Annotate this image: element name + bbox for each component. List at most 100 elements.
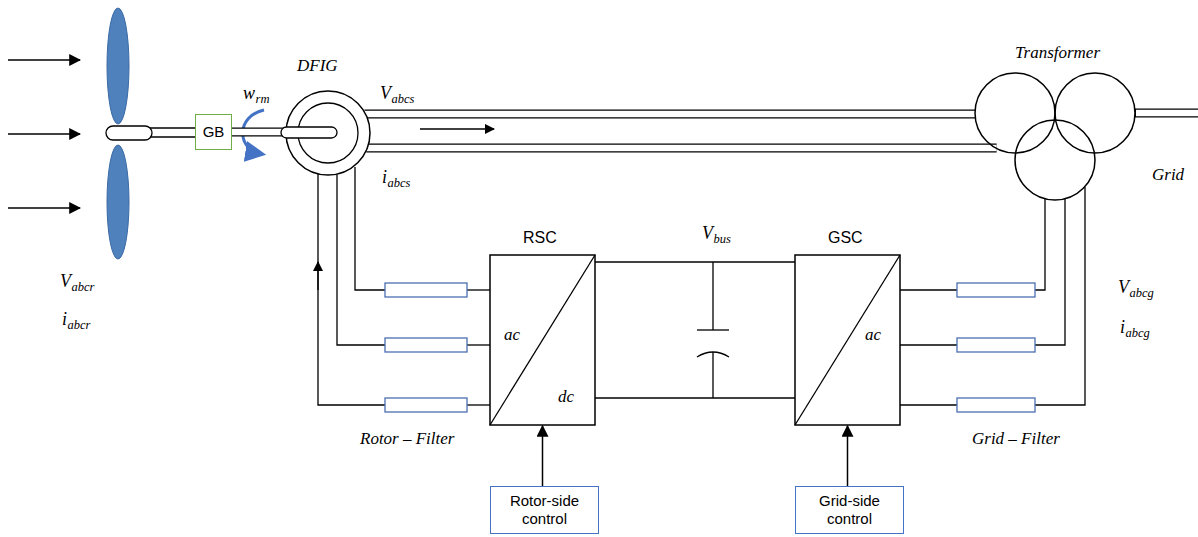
converter-box <box>795 255 900 425</box>
turbine-blades <box>107 145 129 259</box>
grid-line <box>1136 110 1198 116</box>
grid-line <box>1135 109 1198 118</box>
signal-subscript: abcs <box>388 177 411 191</box>
signal-label: V <box>702 224 713 244</box>
rotor-filter <box>385 283 467 412</box>
grid-filter <box>957 283 1035 412</box>
control-arrow <box>847 426 848 486</box>
control-arrow <box>542 426 544 486</box>
dc-bus <box>595 261 795 262</box>
grid-wires <box>1035 187 1085 405</box>
grid-wires <box>900 289 957 290</box>
rotor-wires <box>318 167 490 405</box>
rotor-filter <box>385 338 467 352</box>
wind-arrows <box>8 59 80 61</box>
shaft-link <box>232 129 287 135</box>
signal-label: w <box>243 84 255 104</box>
transformer-symbol <box>1015 120 1095 200</box>
grid-wires <box>900 344 957 345</box>
dc-bus <box>712 262 713 330</box>
stator-line <box>366 144 996 153</box>
rotor-wires <box>317 262 318 290</box>
wind-arrows <box>8 133 80 135</box>
shaft-link <box>232 132 287 133</box>
turbine-blades <box>107 8 129 124</box>
node-heading: RSC <box>523 228 557 247</box>
signal-subscript: bus <box>714 233 731 247</box>
signal-subscript: abcr <box>72 281 95 295</box>
grid-filter <box>957 283 1035 297</box>
gearbox-box: GB <box>195 114 232 150</box>
port-label: ac <box>865 325 881 345</box>
signal-label: i <box>62 310 67 330</box>
dc-bus <box>595 262 795 398</box>
rotor-wires <box>355 167 385 290</box>
transformer-symbol: Transformer <box>975 73 1135 203</box>
stator-current-arrow <box>420 128 494 129</box>
converter-box: GSCac <box>795 255 900 425</box>
wind-arrows <box>8 207 80 209</box>
signal-subscript: abcg <box>1130 287 1154 301</box>
box-label: Grid-side control <box>799 492 900 528</box>
signal-label: Rotor – Filter <box>360 430 454 449</box>
signal-label: V <box>60 272 71 292</box>
turbine-shaft <box>106 126 195 140</box>
converter-box <box>490 255 595 425</box>
port-label: ac <box>504 325 520 345</box>
control-arrow <box>847 426 849 486</box>
rotor-filter <box>385 283 467 297</box>
dc-bus <box>712 352 713 398</box>
signal-label: V <box>380 84 391 104</box>
generator-circle <box>285 90 371 176</box>
rotor-wires <box>467 344 490 345</box>
grid-wires <box>1035 199 1065 345</box>
stator-line <box>364 110 976 119</box>
rotor-filter <box>385 398 467 412</box>
grid-filter <box>957 338 1035 352</box>
stator-current-arrow <box>420 128 494 129</box>
signal-subscript: abcs <box>392 93 415 107</box>
rotor-wires <box>467 289 490 290</box>
turbine-shaft <box>150 127 195 128</box>
converter-box <box>795 255 900 425</box>
wind-arrows <box>8 60 80 208</box>
signal-subscript: abcg <box>1126 327 1150 341</box>
dc-bus <box>595 397 795 398</box>
control-arrow <box>542 426 543 486</box>
node-heading: GSC <box>828 228 863 247</box>
node-heading: Transformer <box>1015 43 1100 63</box>
turbine-shaft <box>106 126 152 140</box>
dc-bus <box>697 329 729 330</box>
stator-line <box>364 114 996 148</box>
signal-label: Grid <box>1152 166 1184 185</box>
signal-subscript: abcr <box>68 319 91 333</box>
signal-label: i <box>1120 318 1125 338</box>
grid-wires <box>900 187 1085 405</box>
stator-line <box>364 111 976 117</box>
box-label: Rotor-side control <box>494 492 595 528</box>
node-heading: DFIG <box>297 56 338 76</box>
box-label: GB <box>203 123 225 141</box>
converter-box: RSCacdc <box>490 255 595 425</box>
rotor-wires <box>467 404 490 405</box>
rotor-wires <box>337 175 385 345</box>
transformer-symbol <box>975 73 1055 153</box>
rotor-wires <box>318 172 385 405</box>
grid-filter <box>957 398 1035 412</box>
converter-box <box>490 255 595 425</box>
signal-label: Grid – Filter <box>972 430 1060 449</box>
transformer-symbol <box>1055 73 1135 153</box>
signal-label: V <box>1118 278 1129 298</box>
generator-circle: DFIG <box>285 90 371 176</box>
transformer-symbol <box>975 73 1135 203</box>
generator-circle <box>281 127 337 138</box>
grid-wires <box>1035 199 1045 290</box>
turbine-shaft <box>150 136 195 137</box>
shaft-link <box>232 128 287 137</box>
stator-line <box>366 145 996 151</box>
signal-label: i <box>382 168 387 188</box>
grid-line <box>1135 113 1198 114</box>
grid-wires <box>900 404 957 405</box>
